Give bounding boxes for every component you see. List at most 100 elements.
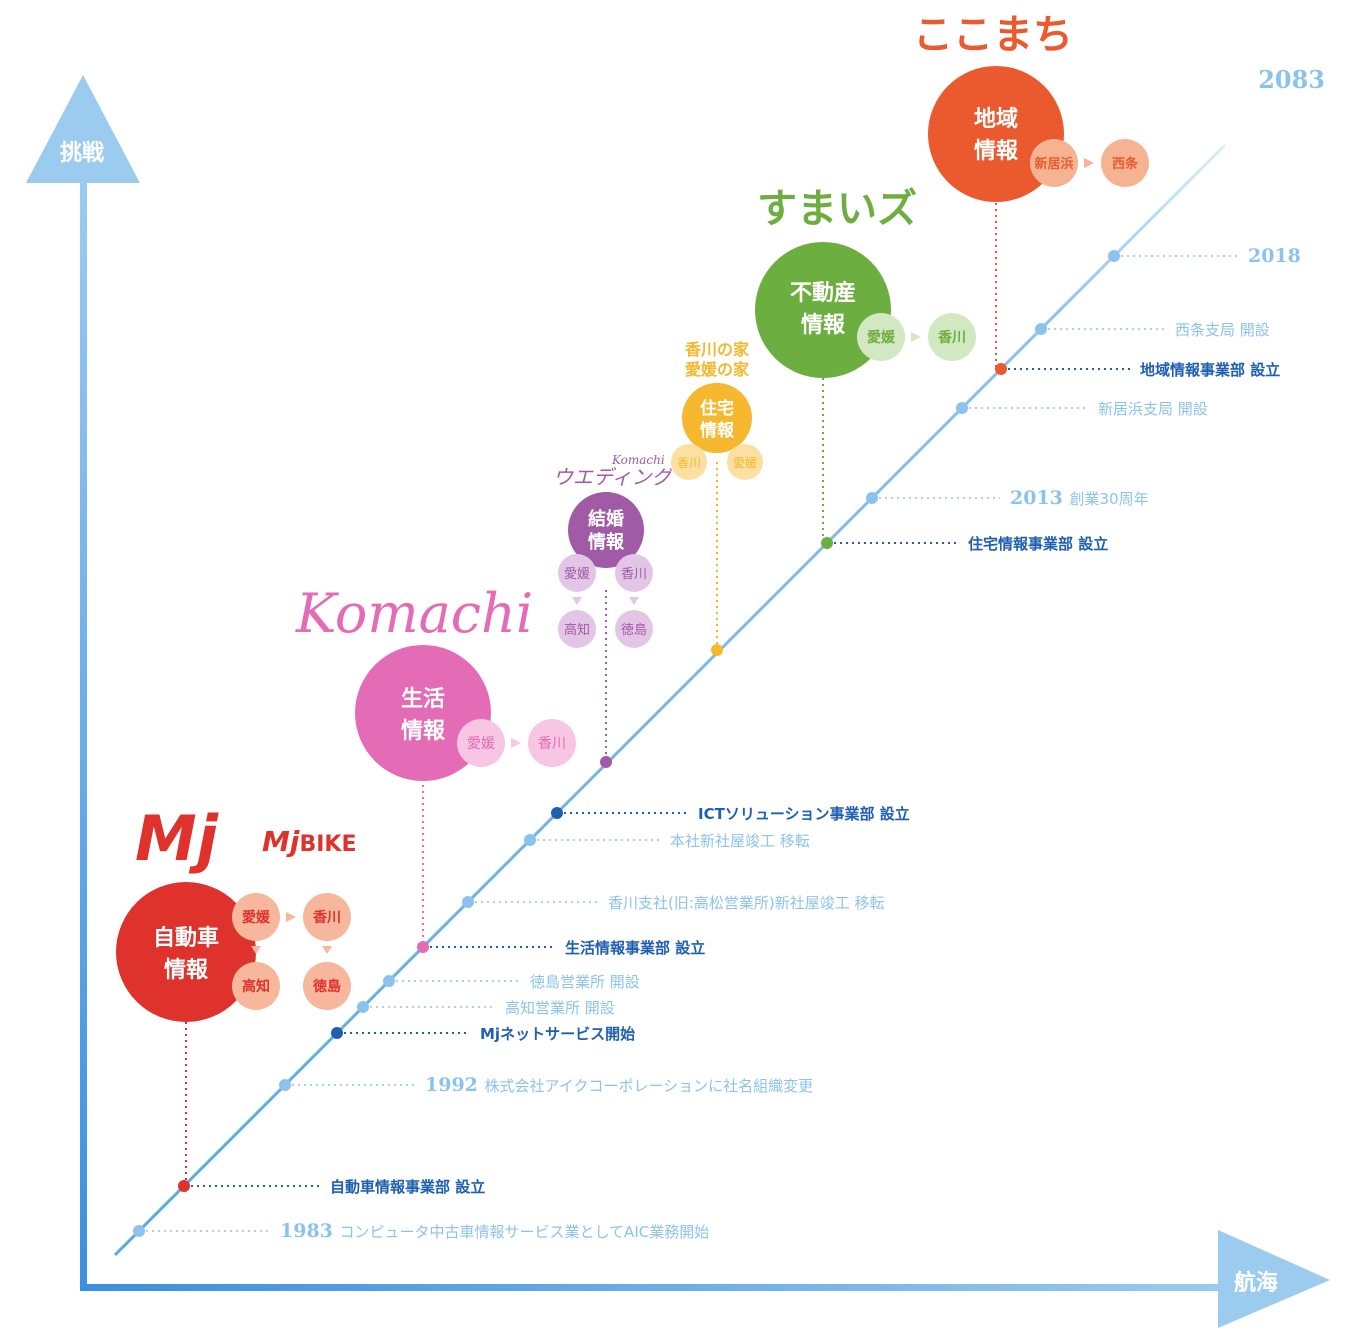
- house-marker: [711, 644, 723, 656]
- life-bubble: [355, 645, 491, 781]
- end-year-label: 2083: [1258, 65, 1325, 94]
- wedding-area-4: [615, 610, 653, 648]
- event-label: 新居浜支局 開設: [1098, 400, 1208, 418]
- regional-bubble: [928, 66, 1064, 202]
- event-marker: [178, 1180, 190, 1192]
- business-auto: Mj MjBIKE 自動車 情報 愛媛 香川 高知 徳島: [116, 802, 357, 1022]
- event-text: 新居浜支局 開設: [1098, 400, 1208, 418]
- auto-area-4: [303, 962, 351, 1010]
- event-marker: [1035, 323, 1047, 335]
- house-line1: 住宅: [700, 398, 734, 419]
- event-label: 1992 株式会社アイクコーポレーションに社名組織変更: [425, 1074, 813, 1096]
- auto-arrow-right-icon: [286, 912, 296, 922]
- realestate-area-2-label: 香川: [937, 329, 966, 346]
- event-label: 徳島営業所 開設: [530, 973, 640, 991]
- life-line2: 情報: [401, 718, 446, 744]
- wedding-line2: 情報: [588, 531, 625, 553]
- event-year: 2018: [1248, 245, 1301, 267]
- auto-arrow-down-icon-2: [322, 946, 332, 954]
- event-label: 本社新社屋竣工 移転: [670, 832, 810, 850]
- event-marker: [956, 402, 968, 414]
- event-text: ICTソリューション事業部 設立: [698, 805, 910, 823]
- event-marker: [821, 537, 833, 549]
- event-marker: [417, 941, 429, 953]
- event-label: 2018: [1248, 245, 1301, 267]
- brand-house-line1: 香川の家: [684, 340, 750, 359]
- event-marker: [133, 1225, 145, 1237]
- realestate-bubble: [755, 242, 891, 378]
- auto-area-3: [232, 962, 280, 1010]
- wedding-bubble: [568, 492, 644, 568]
- brand-sumaiz-logo: すまいズ: [757, 186, 917, 232]
- y-axis-arrow: [26, 75, 140, 183]
- brand-wedding-small: Komachi: [611, 453, 665, 467]
- event-label: ICTソリューション事業部 設立: [698, 805, 910, 823]
- wedding-area-3-label: 高知: [564, 622, 590, 638]
- brand-kokomachi-logo: ここまち: [913, 12, 1073, 58]
- event-marker: [995, 363, 1007, 375]
- auto-area-1: [232, 893, 280, 941]
- regional-area-1-label: 新居浜: [1034, 156, 1073, 172]
- regional-line1: 地域: [974, 106, 1018, 132]
- event-marker: [524, 834, 536, 846]
- brand-mj-logo: Mj: [135, 802, 219, 875]
- business-house: 香川の家 愛媛の家 住宅 情報 香川 愛媛: [671, 340, 763, 480]
- regional-area-2-label: 西条: [1112, 156, 1139, 172]
- wedding-area-2-label: 香川: [621, 567, 647, 582]
- event-marker: [866, 492, 878, 504]
- connectors: [185, 203, 997, 1186]
- wedding-area-1: [558, 554, 596, 592]
- wedding-line1: 結婚: [588, 508, 624, 530]
- event-text: 地域情報事業部 設立: [1140, 361, 1280, 379]
- auto-arrow-down-icon-1: [251, 946, 261, 954]
- auto-line2: 情報: [164, 957, 209, 983]
- realestate-area-1: [857, 313, 905, 361]
- event-text: 高知営業所 開設: [505, 999, 615, 1017]
- event-marker: [551, 807, 563, 819]
- event-label: 1983 コンピュータ中古車情報サービス業としてAIC業務開始: [280, 1220, 709, 1242]
- event-label: Mjネットサービス開始: [480, 1025, 635, 1043]
- y-axis-line: [80, 175, 87, 1290]
- event-marker: [279, 1079, 291, 1091]
- business-regional: ここまち 地域 情報 新居浜 西条: [913, 12, 1149, 202]
- regional-line2: 情報: [974, 138, 1019, 164]
- y-axis-label: 挑戦: [60, 141, 105, 166]
- event-year: 1992: [425, 1074, 485, 1096]
- wedding-area-2: [615, 554, 653, 592]
- house-area-2: [727, 444, 763, 480]
- auto-area-1-label: 愛媛: [242, 909, 271, 926]
- event-marker: [357, 1001, 369, 1013]
- event-label: 2013 創業30周年: [1010, 487, 1149, 509]
- wedding-area-3: [558, 610, 596, 648]
- event-label: 自動車情報事業部 設立: [330, 1178, 485, 1196]
- auto-area-2-label: 香川: [312, 909, 341, 926]
- brand-wedding-logo: ウエディング: [553, 465, 675, 489]
- event-label: 地域情報事業部 設立: [1140, 361, 1280, 379]
- wedding-area-1-label: 愛媛: [564, 567, 590, 582]
- brand-mjbike-logo: MjBIKE: [262, 825, 357, 858]
- regional-area-2: [1101, 139, 1149, 187]
- event-label: 生活情報事業部 設立: [565, 939, 705, 957]
- wedding-area-4-label: 徳島: [621, 623, 647, 638]
- realestate-area-1-label: 愛媛: [867, 329, 896, 346]
- event-text: Mjネットサービス開始: [480, 1025, 635, 1043]
- life-area-2-label: 香川: [538, 736, 566, 752]
- bubble-markers: [600, 644, 723, 768]
- house-line2: 情報: [700, 420, 735, 441]
- life-arrow-right-icon: [511, 738, 521, 748]
- event-text: 自動車情報事業部 設立: [330, 1178, 485, 1196]
- event-marker: [1108, 250, 1120, 262]
- event-label: 高知営業所 開設: [505, 999, 615, 1017]
- x-axis-line: [80, 1284, 1240, 1291]
- wedding-arrow-down-icon-1: [572, 597, 582, 605]
- life-area-2: [528, 719, 576, 767]
- event-text: コンピュータ中古車情報サービス業としてAIC業務開始: [340, 1223, 710, 1241]
- regional-area-1: [1030, 139, 1078, 187]
- auto-line1: 自動車: [153, 925, 219, 951]
- house-area-1: [671, 444, 707, 480]
- event-text: 本社新社屋竣工 移転: [670, 832, 810, 850]
- event-marker: [462, 896, 474, 908]
- x-axis-label: 航海: [1234, 1270, 1278, 1296]
- realestate-line2: 情報: [801, 312, 846, 338]
